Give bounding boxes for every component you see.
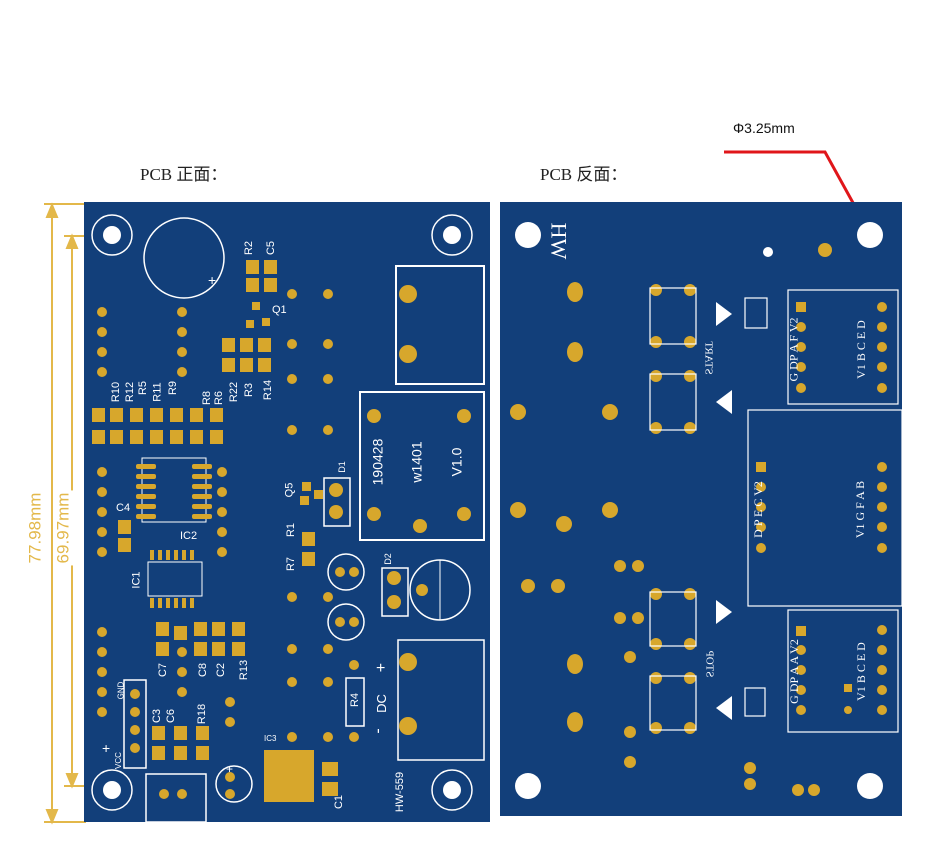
segment-row3-left: G DP A A V2 — [786, 639, 801, 704]
label-q1: Q1 — [272, 304, 287, 316]
board-name: HW-559 — [394, 771, 407, 813]
label-ic1: IC1 — [130, 571, 143, 589]
label-d2: D2 — [382, 553, 393, 565]
label-d1: D1 — [336, 461, 347, 473]
label-r2: R2 — [243, 240, 256, 256]
label-cap-plus: + — [226, 762, 234, 776]
pcb-front — [84, 202, 490, 822]
label-c5: C5 — [265, 240, 278, 256]
module-outline — [359, 391, 485, 541]
label-r9: R9 — [167, 380, 180, 396]
back-caption: PCB 反面： — [540, 165, 628, 184]
label-ic2: IC2 — [180, 530, 198, 542]
dc-plus: + — [376, 660, 386, 677]
dc-terminal — [397, 639, 485, 761]
label-r1: R1 — [285, 522, 298, 538]
mirror-label: HW — [546, 222, 572, 260]
label-r6: R6 — [213, 390, 226, 406]
label-r22: R22 — [228, 381, 241, 403]
label-r18: R18 — [196, 703, 209, 725]
stop-label: STOP — [703, 650, 716, 678]
label-q5: Q5 — [283, 482, 296, 498]
segment-row2-left: D P E C V2 — [750, 481, 765, 538]
start-label: START — [702, 341, 715, 375]
ic1-outline — [147, 561, 203, 597]
label-r11: R11 — [151, 382, 164, 402]
pcb-back — [500, 202, 902, 816]
front-caption: PCB 正面： — [140, 165, 228, 184]
segment-row2-right: V1 G F A B — [853, 480, 868, 539]
label-vcc-plus: + — [102, 740, 111, 756]
label-ic3: IC3 — [264, 734, 277, 743]
label-c2: C2 — [215, 662, 228, 678]
label-r12: R12 — [124, 381, 137, 403]
module-code: w1401 — [408, 441, 425, 483]
label-vcc: VCC — [113, 752, 123, 769]
ic3-regulator — [264, 750, 314, 802]
label-c7: C7 — [157, 662, 170, 678]
dimension-inner: 69.97mm — [53, 490, 74, 566]
label-r4: R4 — [349, 692, 362, 708]
label-r7: R7 — [285, 556, 298, 572]
dc-label: DC — [373, 694, 389, 713]
label-gnd: GND — [116, 681, 126, 700]
segment-row1-right: V1 B C E D — [853, 320, 868, 379]
segment-row3-right: V1 B C E D — [853, 642, 868, 701]
buzzer-outline — [143, 217, 225, 299]
mounting-hole — [91, 214, 473, 811]
label-c3: C3 — [151, 708, 164, 724]
label-c6: C6 — [165, 708, 178, 724]
bottom-connector — [145, 773, 207, 822]
label-c4: C4 — [116, 502, 131, 514]
dimension-outer: 77.98mm — [25, 490, 46, 566]
hole-dimension-label: Φ3.25mm — [733, 120, 795, 136]
label-buzzer-plus: + — [208, 272, 217, 288]
label-r10: R10 — [110, 381, 123, 403]
label-r14: R14 — [262, 379, 275, 401]
dc-minus: - — [369, 728, 387, 734]
label-r13: R13 — [238, 659, 251, 681]
label-r8: R8 — [201, 390, 214, 406]
module-date: 190428 — [369, 438, 386, 486]
ic2-outline — [141, 457, 207, 523]
module-version: V1.0 — [448, 447, 465, 477]
segment-row1-left: G DP A F V2 — [786, 317, 801, 382]
terminal-block-top — [395, 265, 485, 385]
label-c8: C8 — [197, 662, 210, 678]
label-r3: R3 — [243, 382, 256, 398]
label-c1: C1 — [333, 794, 346, 810]
label-r5: R5 — [137, 380, 150, 396]
